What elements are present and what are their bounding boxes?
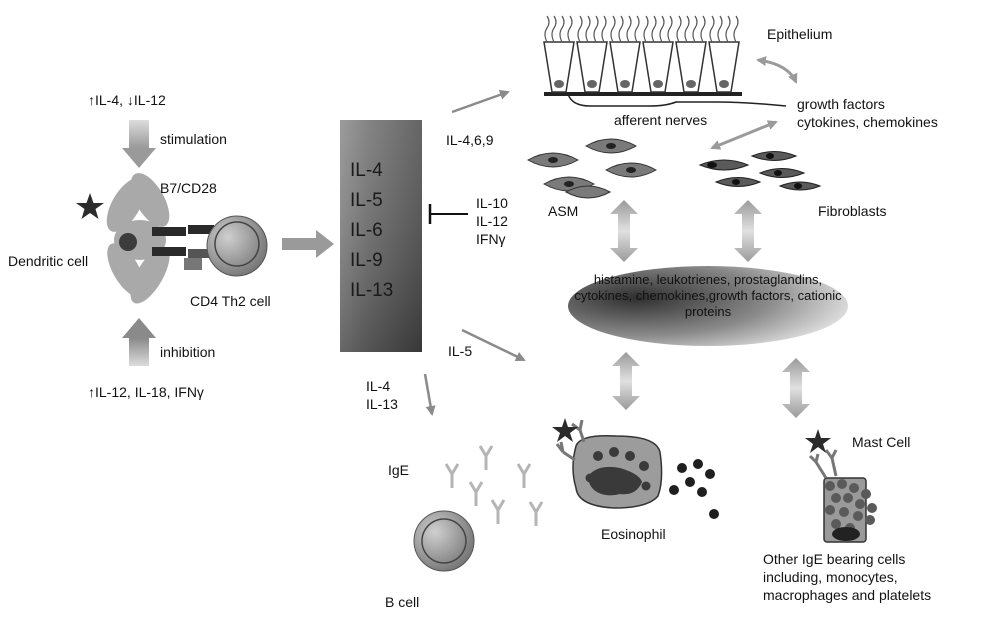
up-regulators-label: ↑IL-4, ↓IL-12 [88,92,166,108]
fibroblasts-label: Fibroblasts [818,203,887,219]
ige-label: IgE [388,462,410,478]
asm-label: ASM [548,203,579,219]
cytokine-il9: IL-9 [350,250,383,271]
ige-antibodies [444,445,544,526]
th2-cell [206,215,268,277]
afferent-nerves [567,93,787,107]
released-granules [669,459,719,519]
cytokine-il4: IL-4 [350,160,383,181]
dendritic-cell-label: Dendritic cell [8,253,89,269]
arrow-to-eosinophil [461,328,526,362]
fibroblast-growth-double-arrow [710,120,778,150]
cytokine-il6: IL-6 [350,220,383,241]
inhibitor-tbar [428,204,468,224]
mastcell-mediator-double-arrow [782,358,810,418]
asm-nuclei [548,143,636,187]
stimulation-label: stimulation [160,131,227,147]
b-cell-label: B cell [385,594,420,610]
th2-to-cytokines-arrow [282,230,334,258]
inhibition-arrow [122,318,156,366]
arrow-to-bcell [423,373,436,416]
cytokine-box [340,120,422,352]
b7-cd28-label: B7/CD28 [160,180,217,196]
afferent-nerves-label: afferent nerves [614,112,708,128]
other-cells-line-3: macrophages and platelets [763,587,932,603]
arrow-label-il-5: IL-5 [448,343,473,359]
b-cell [413,510,475,572]
other-cells-line-1: Other IgE bearing cells [763,551,906,567]
star-icon [552,418,578,442]
arrow-to-epithelium [451,89,510,114]
epithelium-growth-double-arrow [756,56,798,84]
inhibition-label: inhibition [160,344,216,360]
cytokines-chemokines-label: cytokines, chemokines [797,114,938,130]
other-cells-line-2: including, monocytes, [763,569,898,585]
inhibitor-ifng: IFNγ [476,231,506,247]
fibroblast-mediator-double-arrow [734,200,762,262]
eosinophil-mediator-double-arrow [612,352,640,410]
costimulatory-bars [152,225,214,270]
arrow-label-il-4: IL-4 [366,378,391,394]
cytokine-il5: IL-5 [350,190,383,211]
down-regulators-label: ↑IL-12, IL-18, IFNγ [88,384,204,400]
stimulation-arrow [122,120,156,168]
mediators-label: histamine, leukotrienes, prostaglandins,… [574,272,842,319]
star-icon [76,193,104,219]
fibroblast-cells [698,151,822,191]
mast-cell-label: Mast Cell [852,434,911,450]
cytokine-il13: IL-13 [350,280,394,301]
epithelium-label: Epithelium [767,26,833,42]
eosinophil-label: Eosinophil [601,526,666,542]
mast-cell [808,449,877,543]
asm-cells [526,138,658,199]
arrow-label-il-4-6-9: IL-4,6,9 [446,132,494,148]
eosinophil [555,419,663,509]
mediator-ellipse [568,266,848,346]
asm-mediator-double-arrow [610,200,638,262]
inhibitor-il12: IL-12 [476,213,508,229]
th2-cell-label: CD4 Th2 cell [190,293,271,309]
epithelium [543,15,742,96]
inhibitor-il10: IL-10 [476,195,508,211]
star-icon [805,429,831,453]
growth-factors-label: growth factors [797,96,885,112]
arrow-label-il-13: IL-13 [366,396,398,412]
